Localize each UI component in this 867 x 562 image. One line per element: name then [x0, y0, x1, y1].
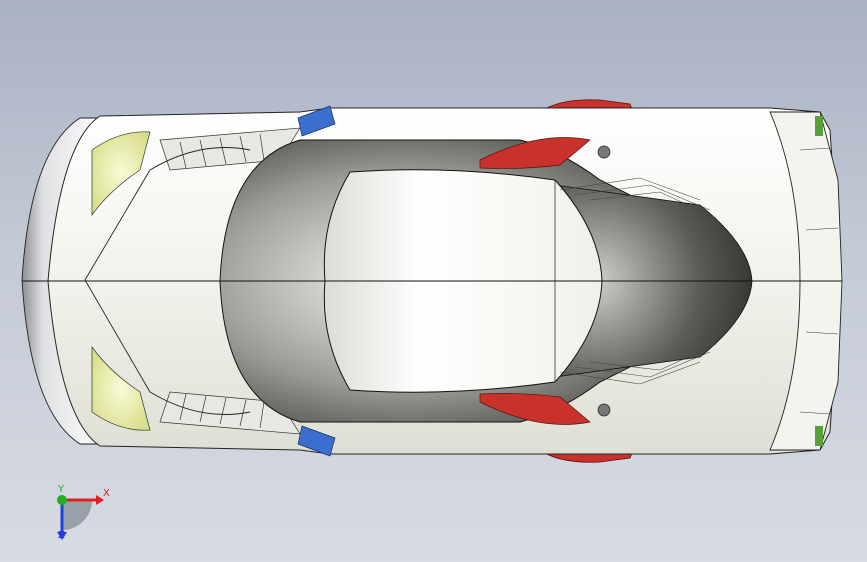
triad-quadrant	[62, 500, 92, 530]
x-axis-label: X	[103, 488, 110, 499]
side-intake-top	[479, 137, 591, 169]
mirror-top	[297, 105, 336, 137]
rear-louvres-top	[559, 177, 717, 219]
fuel-cap-top	[597, 145, 611, 159]
coordinate-triad	[57, 495, 104, 540]
z-axis-arrowhead	[57, 532, 67, 540]
headlight-top	[91, 131, 151, 217]
mirror-bottom	[297, 425, 336, 457]
fuel-cap-bottom	[597, 403, 611, 417]
y-axis-point	[57, 495, 67, 505]
wing-endplate-bottom	[815, 426, 823, 446]
rear-louvres-bottom	[559, 343, 717, 385]
wing-endplate-top	[815, 116, 823, 136]
z-axis-label: Z	[58, 530, 65, 541]
side-intake-bottom	[479, 393, 591, 425]
x-axis-arrowhead	[96, 495, 104, 505]
hood-crease-top	[84, 147, 251, 281]
y-axis-label: Y	[58, 484, 65, 495]
hood-crease-bottom	[84, 279, 251, 415]
headlight-bottom	[91, 345, 151, 431]
